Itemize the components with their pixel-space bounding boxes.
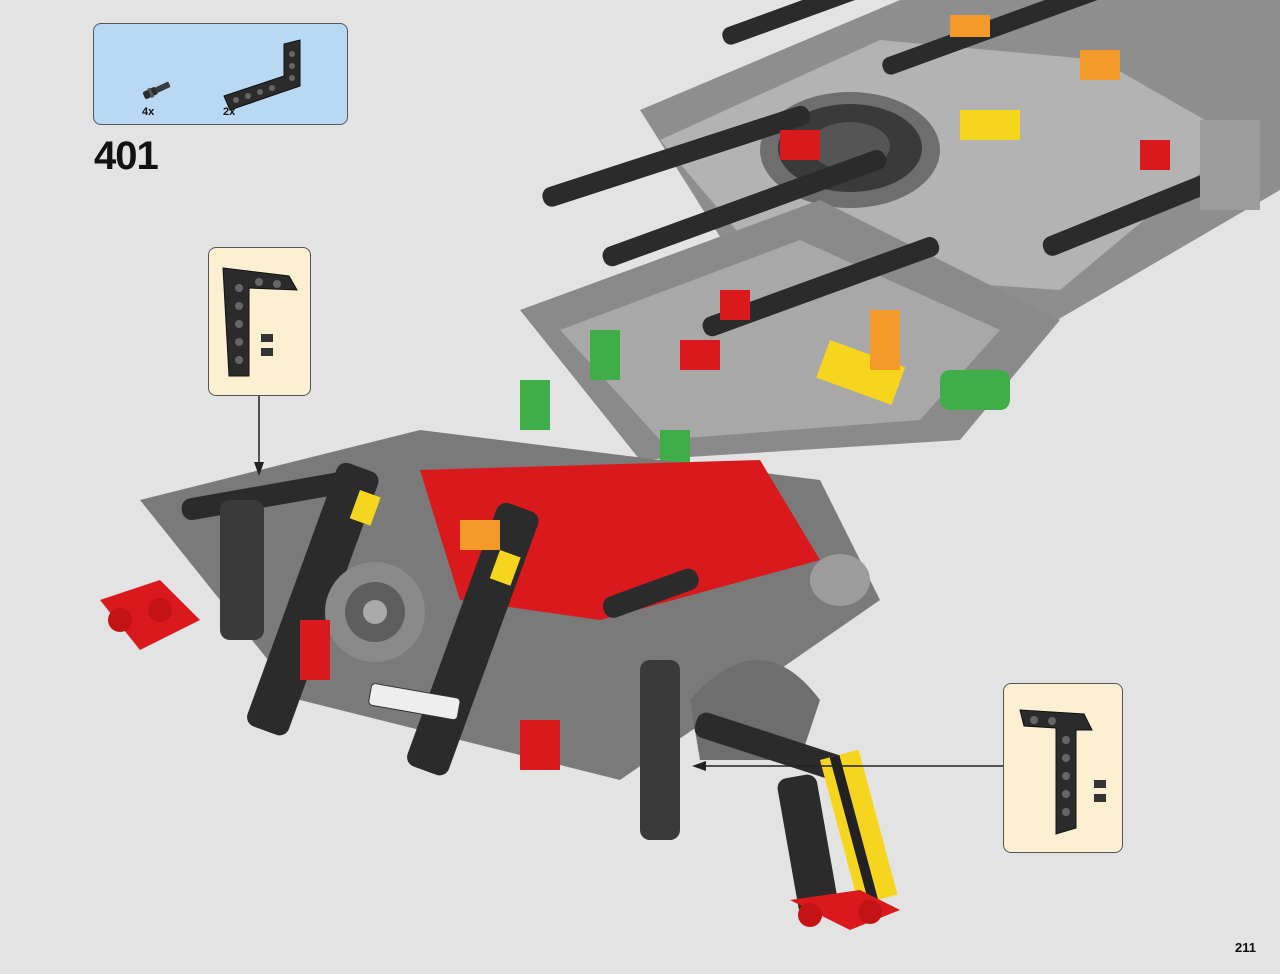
part-quantity: 4x	[142, 106, 155, 118]
callout-pointers	[254, 395, 1003, 771]
upper-chassis	[542, 0, 1280, 330]
parts-list-box: 4x 2x	[93, 23, 348, 125]
part-quantity: 2x	[223, 106, 236, 118]
part-callout-left	[208, 247, 311, 396]
l-beam-icon	[1019, 709, 1106, 835]
page-number: 211	[1235, 940, 1256, 955]
middle-chassis	[520, 149, 1060, 480]
lower-chassis	[100, 430, 900, 930]
axle-pin-icon	[142, 81, 171, 99]
l-beam-icon	[222, 267, 298, 377]
l-beam-icon	[223, 39, 301, 111]
parts-list-art	[142, 39, 301, 111]
part-callout-right	[1003, 683, 1123, 853]
step-number: 401	[94, 134, 159, 178]
